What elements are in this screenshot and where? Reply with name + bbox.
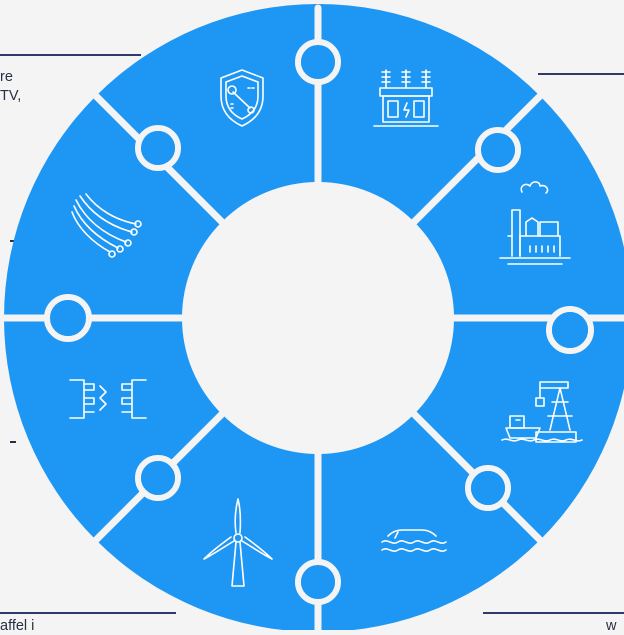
transformer-icon [373,69,439,127]
top-left-rule [0,54,141,56]
puzzle-knob-bottom-right [471,471,505,505]
offshore-crane-ship-icon [501,381,583,443]
puzzle-ring [4,4,624,630]
side-text-top-line1: re [0,69,13,85]
bottom-left-rule [0,612,176,614]
side-text-bottom-right: w [606,618,617,634]
puzzle-knob-top [301,45,335,79]
puzzle-knob-top-right [481,133,515,167]
side-text-top-line2: TV, [0,88,22,104]
side-dash-upper [10,240,16,242]
puzzle-knob-right [552,312,588,348]
connector-icon [69,379,147,419]
bottom-right-rule [483,612,624,614]
puzzle-knob-top-left [141,131,175,165]
side-dash-lower [10,441,16,443]
submarine-cable-icon [381,529,447,552]
puzzle-knob-bottom [301,565,335,599]
shield-wrench-icon [220,69,264,127]
puzzle-knob-left [50,300,86,336]
puzzle-knob-bottom-left [141,461,175,495]
fiber-optic-cable-icon [71,193,142,258]
top-right-rule [538,73,624,75]
factory-icon [499,181,571,265]
wind-turbine-icon [203,498,273,587]
